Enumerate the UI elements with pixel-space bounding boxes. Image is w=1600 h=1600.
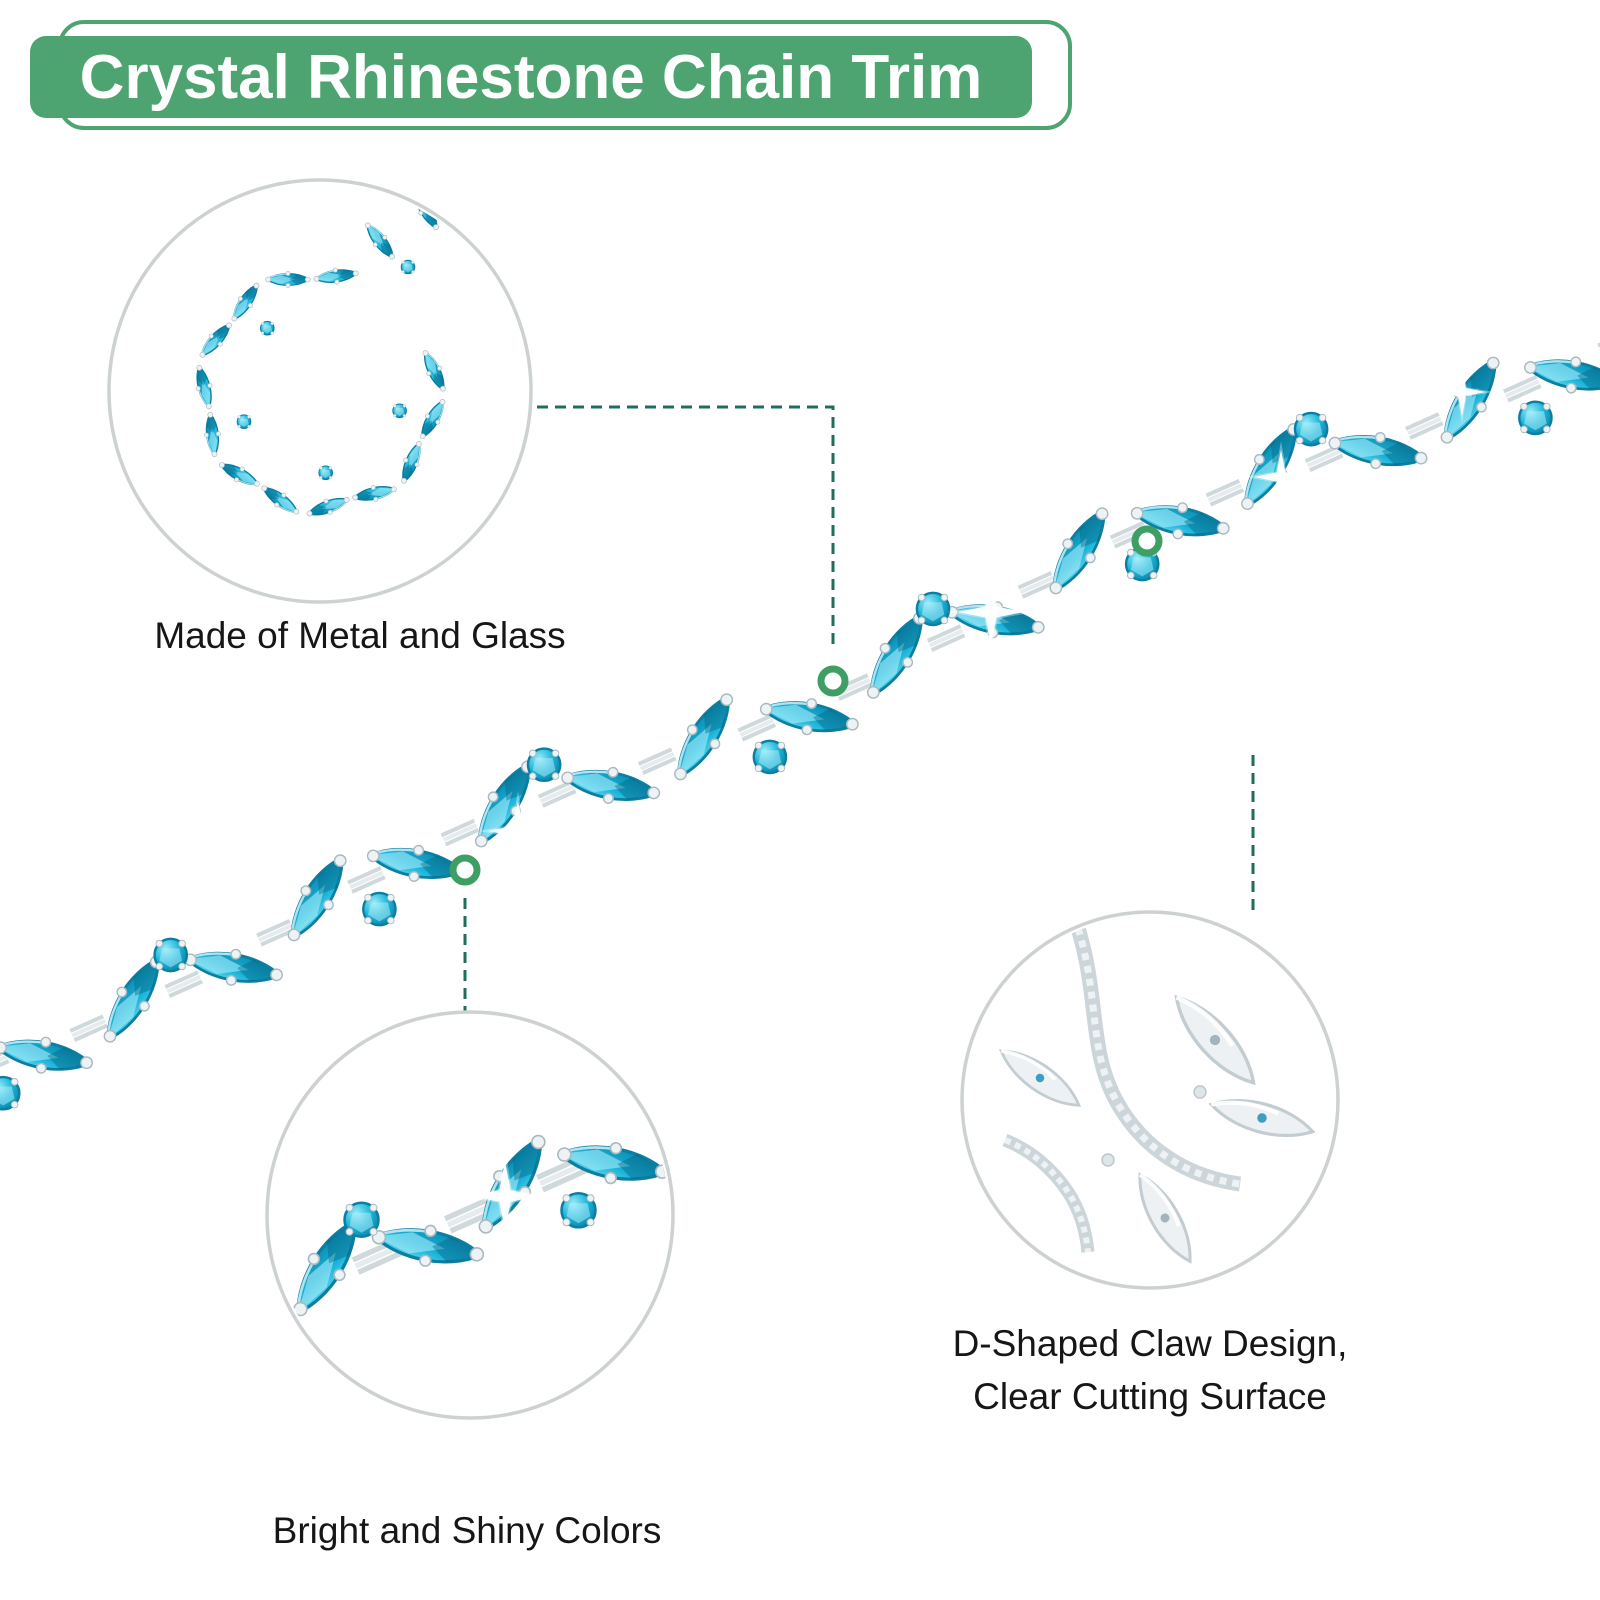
rhinestone-round [259, 320, 275, 336]
caption-claw-design-line2: Clear Cutting Surface [973, 1375, 1327, 1417]
rhinestone-marquise [557, 1141, 669, 1185]
caption-claw-design: D-Shaped Claw Design, Clear Cutting Surf… [850, 1318, 1450, 1423]
sparkle-icon [459, 1150, 551, 1242]
chain-link [347, 866, 386, 894]
callout-point-marker [449, 854, 481, 886]
rhinestone-marquise [195, 364, 213, 410]
callout-circle-metal-glass [107, 178, 533, 604]
rhinestone-chain-main [0, 329, 1600, 1111]
rhinestone-round [362, 891, 397, 927]
callout-circle-claw-design [960, 910, 1340, 1290]
rhinestone-round [153, 937, 189, 973]
chain-link [737, 713, 777, 742]
callout-circle-bg [109, 180, 531, 602]
rhinestone-marquise [203, 411, 221, 458]
callout-circle-border [265, 1010, 675, 1420]
sparkle-icon [1430, 360, 1494, 424]
rhinestone-marquise [265, 271, 311, 288]
rhinestone-round [560, 1192, 597, 1229]
rhinestone-round [1518, 400, 1553, 436]
rhinestone-round [400, 259, 416, 275]
rhinestone-marquise [1440, 356, 1500, 444]
stone-back [1138, 1172, 1192, 1264]
rhinestone-round [318, 465, 334, 481]
rhinestone-marquise [422, 350, 446, 392]
rhinestone-marquise [199, 322, 232, 358]
chain-link [637, 747, 677, 775]
callout-circle-bright-colors [265, 1010, 675, 1420]
callout-connector-lines [463, 405, 1255, 1012]
rhinestone-marquise [1049, 507, 1109, 595]
rhinestone-marquise [1328, 432, 1428, 470]
chain-link [1405, 412, 1444, 440]
coiled-chain-view [195, 189, 446, 517]
chain-link [1205, 478, 1245, 507]
rhinestone-round [392, 403, 407, 419]
rhinestone-round [752, 739, 788, 775]
rhinestone-marquise [674, 693, 734, 781]
sparkle-icon [1245, 441, 1317, 513]
rhinestone-marquise [474, 760, 534, 848]
chain-link [164, 970, 203, 998]
callout-circle-border [960, 910, 1340, 1290]
rhinestone-marquise [1524, 356, 1600, 394]
rhinestone-round [343, 1201, 380, 1238]
rhinestone-round [0, 1075, 21, 1111]
chain-link [69, 1014, 109, 1042]
rhinestone-marquise [313, 267, 359, 285]
chain-link [1304, 444, 1344, 473]
rhinestone-marquise [261, 485, 300, 515]
rhinestone-marquise [184, 948, 283, 986]
rhinestone-marquise [366, 844, 466, 882]
rhinestone-marquise [352, 485, 397, 502]
rhinestone-marquise [401, 441, 422, 484]
chain-link [1503, 374, 1542, 403]
callout-point-markers [449, 525, 1163, 886]
sparkle-highlights [459, 360, 1494, 1242]
chain-link [440, 818, 480, 847]
chain-link [0, 1050, 10, 1078]
chain-link [1017, 571, 1057, 599]
caption-claw-design-line1: D-Shaped Claw Design, [952, 1323, 1348, 1364]
sparkle-icon [478, 791, 558, 871]
callout-point-marker [817, 665, 849, 697]
rhinestone-marquise [306, 497, 350, 517]
rhinestone-round [915, 591, 951, 627]
sparkle-icon [947, 568, 1035, 656]
rhinestone-marquise [0, 1036, 93, 1074]
callout-circle-border [107, 178, 533, 604]
rhinestone-round [1293, 411, 1329, 447]
caption-metal-glass: Made of Metal and Glass [154, 615, 566, 656]
caption-bright-colors: Bright and Shiny Colors [272, 1510, 662, 1551]
page-title: Crystal Rhinestone Chain Trim [79, 42, 983, 112]
callout-point-marker [1131, 525, 1163, 557]
rhinestone-marquise [231, 282, 260, 322]
magnified-chain-view [293, 1134, 669, 1317]
rhinestone-marquise [759, 698, 859, 736]
stone-back [1174, 994, 1256, 1086]
rhinestone-marquise [219, 462, 260, 487]
rhinestone-marquise [364, 222, 396, 260]
rhinestone-round [526, 747, 562, 783]
stone-back [1208, 1098, 1316, 1138]
callout-circle-bg [962, 912, 1338, 1288]
chain-back-view [998, 925, 1316, 1264]
rhinestone-marquise [287, 854, 347, 942]
connector-line-metal-glass [537, 405, 835, 650]
rhinestone-marquise [371, 1224, 485, 1267]
rhinestone-round [236, 414, 252, 430]
title-banner: Crystal Rhinestone Chain Trim [30, 36, 1032, 118]
rhinestone-marquise [1130, 502, 1230, 540]
stone-back [998, 1048, 1082, 1107]
rhinestone-marquise [419, 399, 446, 440]
chain-link [537, 780, 577, 808]
rhinestone-marquise [561, 766, 661, 804]
chain-link [926, 624, 966, 652]
